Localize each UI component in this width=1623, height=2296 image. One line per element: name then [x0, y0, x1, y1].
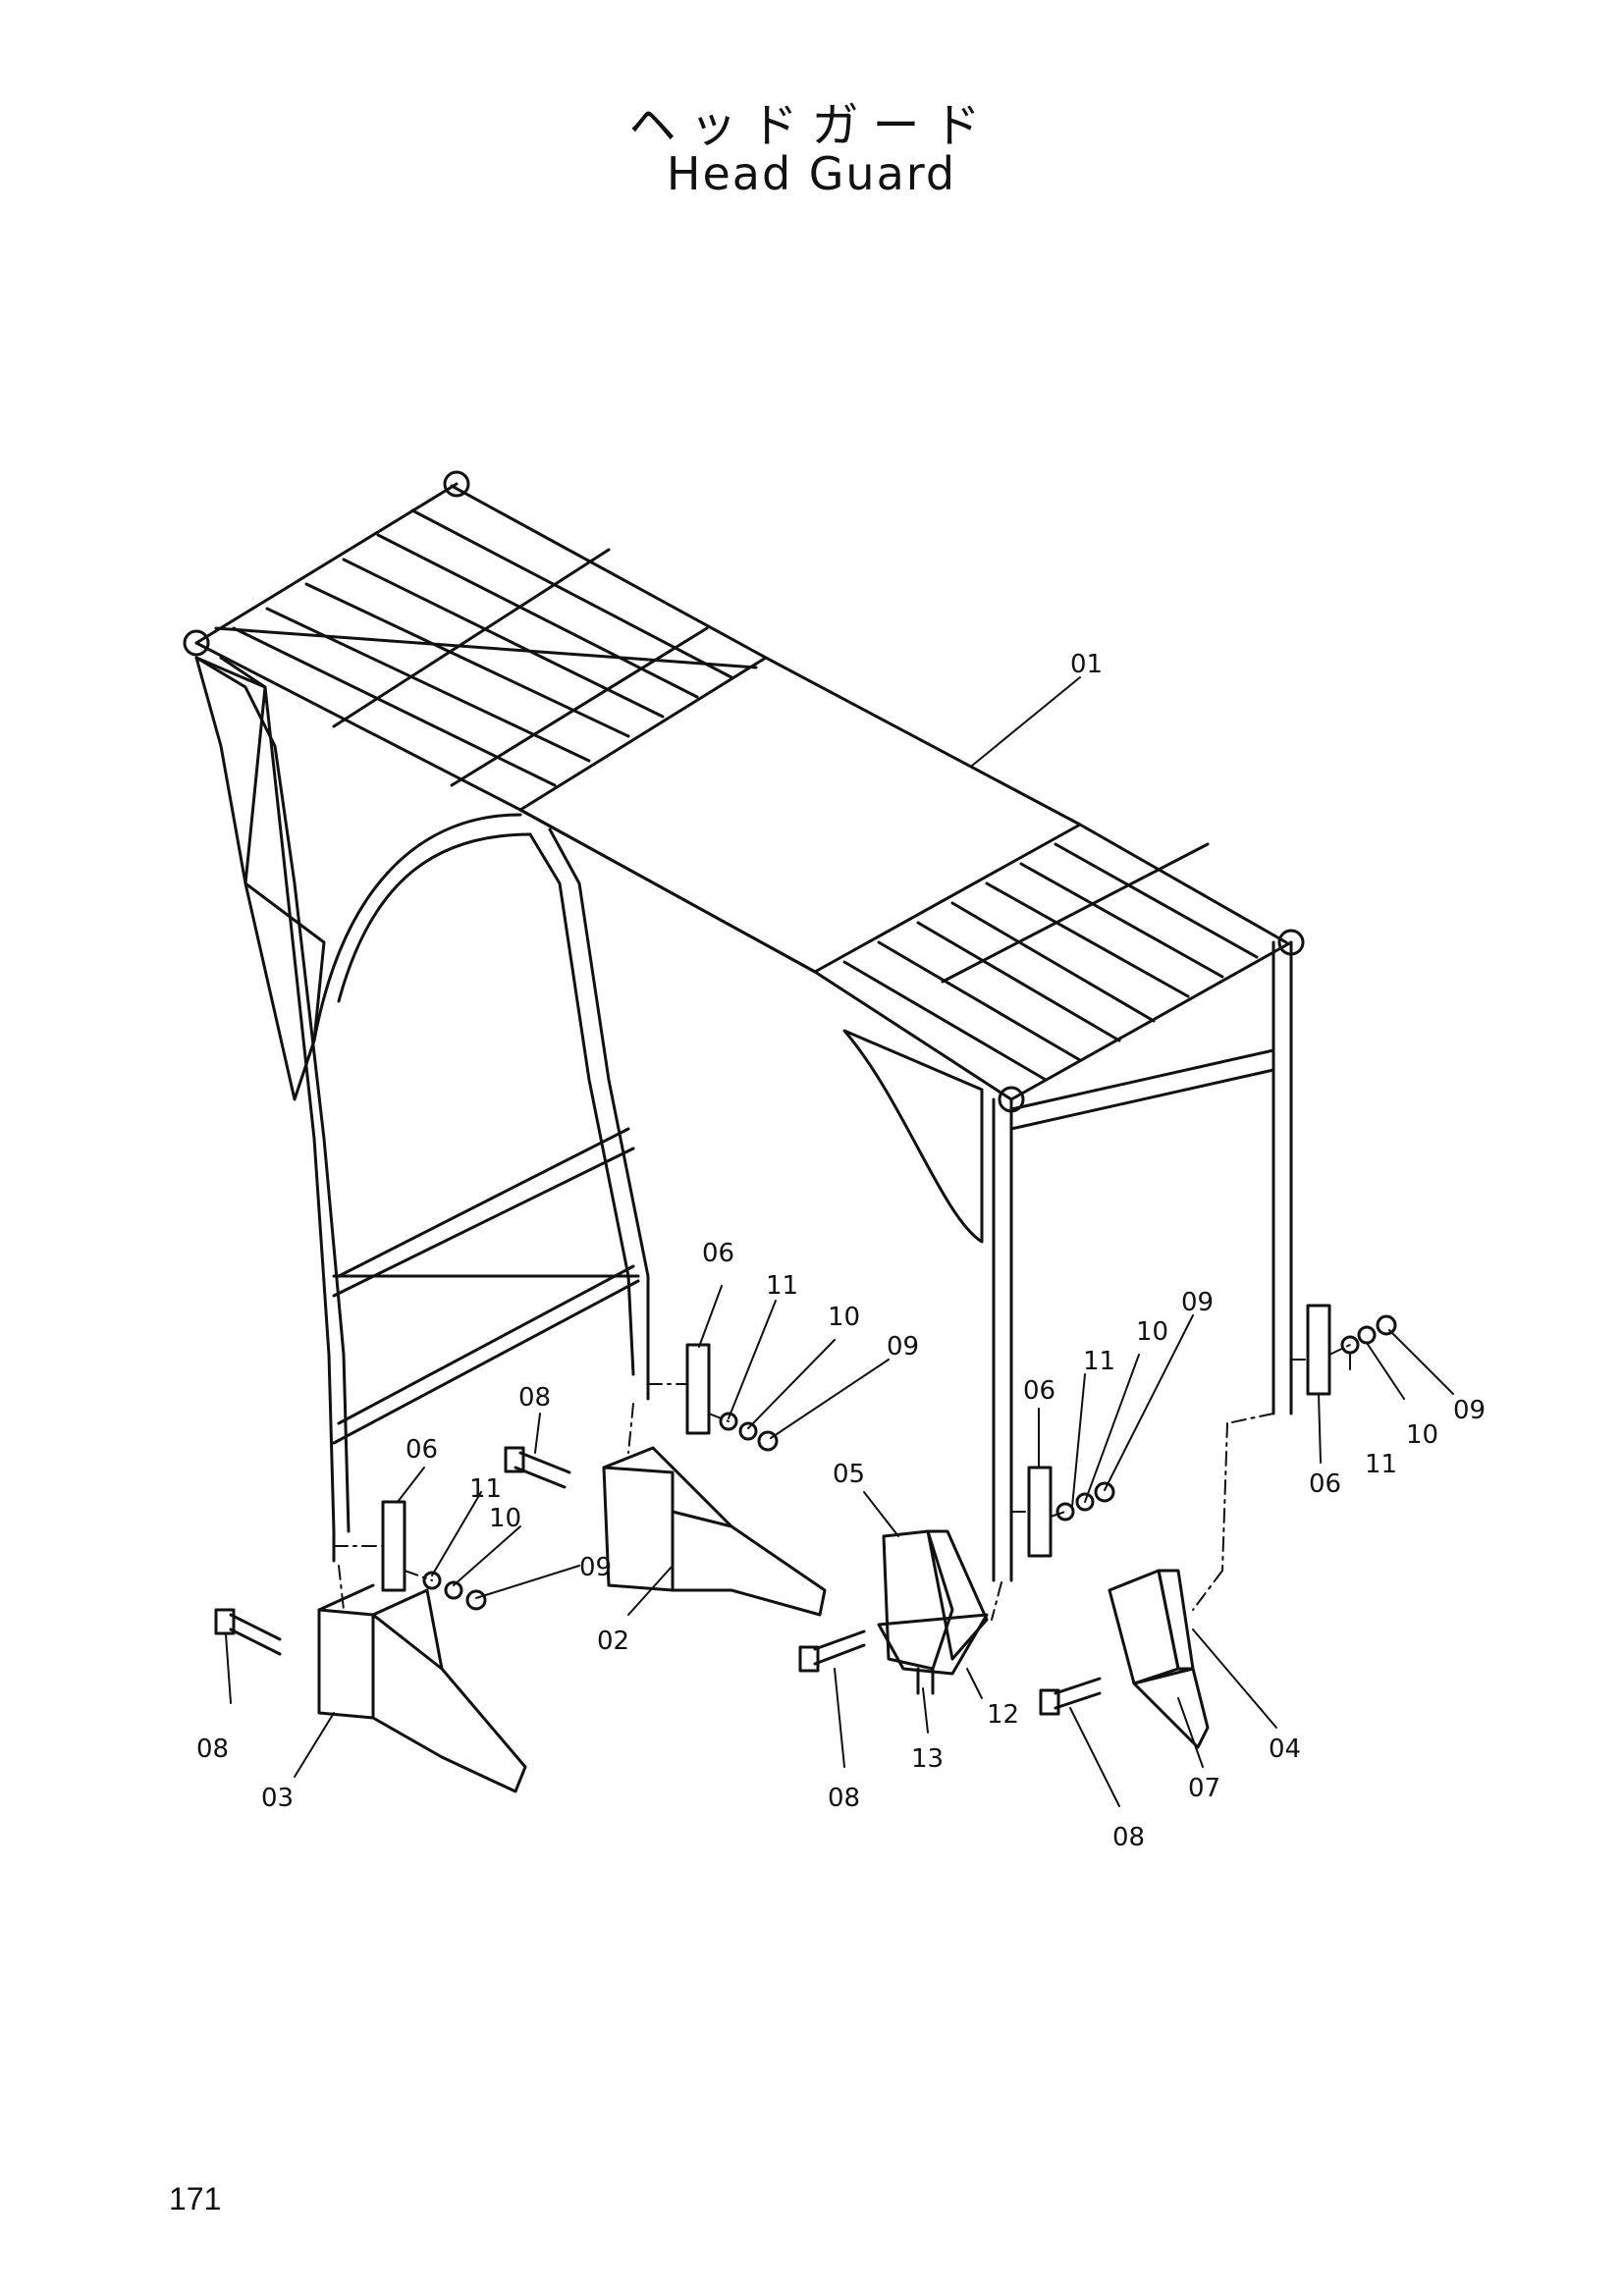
mount-04: [1108, 1569, 1210, 1749]
left-side-frame: [194, 656, 650, 1533]
page-title-english: Head Guard: [666, 147, 957, 200]
page-title-japanese: ヘッドガード: [628, 98, 995, 153]
roof-left-slats: [183, 470, 768, 812]
roof-center-plate: [518, 656, 1082, 974]
washers-nuts-left: [422, 1571, 487, 1611]
callout-06-right-outer: 06: [1309, 1469, 1341, 1499]
callout-07: 07: [1188, 1774, 1220, 1803]
callout-10-center: 10: [828, 1303, 860, 1332]
bolt-08-mount04: [1039, 1677, 1102, 1716]
callout-11-right-inner: 11: [1083, 1347, 1115, 1376]
callout-10-left: 10: [489, 1504, 521, 1533]
callout-04: 04: [1269, 1735, 1301, 1764]
callout-08-left: 08: [196, 1735, 229, 1764]
callout-08-center: 08: [518, 1383, 551, 1413]
callout-12: 12: [987, 1700, 1019, 1730]
roof-right-slats: [813, 823, 1305, 1113]
callout-09-right-outer: 09: [1453, 1396, 1486, 1425]
bracket-02: [602, 1446, 827, 1617]
callout-10-right-inner: 10: [1136, 1317, 1168, 1347]
callout-06-center: 06: [702, 1239, 734, 1268]
washers-nuts-center: [719, 1412, 779, 1452]
plate-06-right-inner: [1027, 1466, 1053, 1558]
callout-05: 05: [833, 1460, 865, 1489]
bolt-08-left: [214, 1608, 282, 1656]
bolt-08-mount05: [798, 1629, 866, 1673]
callout-11-center: 11: [766, 1271, 798, 1301]
callout-06-right-inner: 06: [1023, 1376, 1055, 1406]
callout-02: 02: [597, 1627, 629, 1656]
callout-03: 03: [261, 1784, 294, 1813]
bracket-03: [317, 1583, 527, 1793]
callout-09-right-inner: 09: [1181, 1288, 1214, 1317]
washers-nuts-right-outer: [1340, 1314, 1397, 1355]
page-number: 171: [169, 2181, 222, 2216]
plate-06-right-outer: [1306, 1304, 1331, 1396]
right-side-frame: [842, 940, 1293, 1582]
callout-01: 01: [1070, 650, 1103, 679]
plate-06-center: [685, 1343, 711, 1435]
callout-11-right-outer: 11: [1365, 1450, 1397, 1479]
callout-09-left: 09: [579, 1553, 612, 1582]
callout-09-center: 09: [887, 1332, 919, 1362]
callout-11-left: 11: [469, 1474, 502, 1504]
callout-08-mount04: 08: [1112, 1823, 1145, 1852]
mount-05: [877, 1529, 989, 1695]
callout-13: 13: [911, 1744, 944, 1774]
washers-nuts-right-inner: [1055, 1481, 1115, 1522]
callout-08-mount05: 08: [828, 1784, 860, 1813]
bolt-08-center: [504, 1446, 571, 1489]
plate-06-left: [381, 1500, 406, 1592]
callout-10-right-outer: 10: [1406, 1420, 1438, 1450]
callout-06-left: 06: [406, 1435, 438, 1465]
